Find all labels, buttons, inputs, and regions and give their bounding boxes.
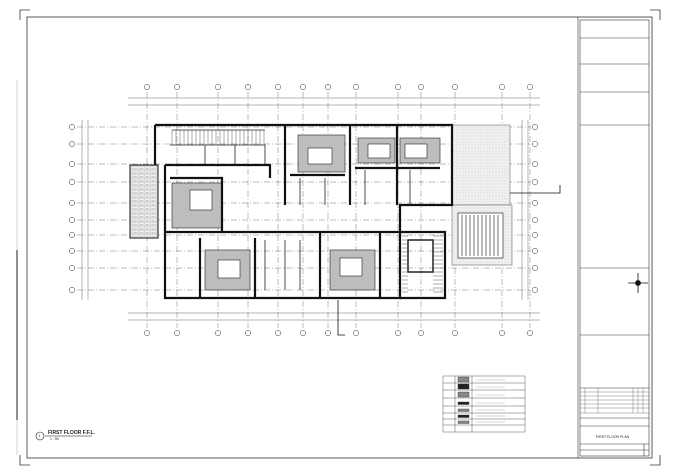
grid-bubble-icon — [532, 287, 538, 293]
grid-bubble-icon — [69, 217, 75, 223]
beds — [189, 143, 428, 279]
view-title: FIRST FLOOR F.F.L. — [48, 430, 95, 436]
grid-bubble-icon — [452, 330, 458, 336]
grid-bubble-icon — [69, 248, 75, 254]
corner-marks — [19, 9, 661, 466]
grid-bubble-icon — [452, 84, 458, 90]
grid-bubble-icon — [300, 84, 306, 90]
stair-hatch — [457, 212, 504, 259]
grid-bubble-icon — [325, 330, 331, 336]
grid-bubble-icon — [527, 84, 533, 90]
legend-swatch — [457, 401, 470, 405]
grid-bubble-icon — [174, 84, 180, 90]
legend-swatch — [457, 408, 470, 412]
grid-bubble-icon — [69, 141, 75, 147]
view-number: 1 — [38, 433, 41, 438]
main-stair — [171, 130, 443, 293]
legend-swatch — [457, 420, 470, 424]
interior-partitions — [170, 129, 434, 290]
grid-bubble-icon — [527, 330, 533, 336]
grid-bubble-icon — [144, 330, 150, 336]
sheet-title: FIRST FLOOR PLAN — [596, 435, 630, 439]
grid-bubbles — [69, 84, 538, 336]
grid-bubble-icon — [69, 161, 75, 167]
grid-bubble-icon — [325, 84, 331, 90]
grid-bubble-icon — [499, 330, 505, 336]
grid-bubble-icon — [353, 84, 359, 90]
view-scale: 1 : 50 — [50, 437, 59, 441]
grid-bubble-icon — [69, 287, 75, 293]
dimension-lines — [81, 97, 540, 321]
section-marker-icon — [337, 185, 561, 336]
legend-swatch — [457, 414, 470, 418]
grid-bubble-icon — [532, 179, 538, 185]
grid-bubble-icon — [353, 330, 359, 336]
grid-bubble-icon — [300, 330, 306, 336]
balcony — [129, 164, 159, 239]
grid-bubble-icon — [418, 330, 424, 336]
grid-bubble-icon — [275, 330, 281, 336]
grid-bubble-icon — [174, 330, 180, 336]
sheet-border — [26, 16, 653, 459]
grid-bubble-icon — [395, 84, 401, 90]
grid-bubble-icon — [395, 330, 401, 336]
legend-swatch — [457, 376, 470, 383]
grid-bubble-icon — [532, 161, 538, 167]
grid-bubble-icon — [499, 84, 505, 90]
grid-bubble-icon — [532, 217, 538, 223]
grid-bubble-icon — [69, 124, 75, 130]
legend-swatch — [457, 383, 470, 390]
grid-bubble-icon — [532, 141, 538, 147]
title-block — [577, 17, 650, 458]
grid-bubble-icon — [532, 232, 538, 238]
north-arrow-icon — [628, 273, 648, 293]
grid-bubble-icon — [69, 232, 75, 238]
legend-table — [442, 375, 526, 433]
legend-swatch — [457, 391, 470, 398]
grid-bubble-icon — [418, 84, 424, 90]
grid-bubble-icon — [532, 200, 538, 206]
grid-bubble-icon — [245, 84, 251, 90]
grid-bubble-icon — [215, 330, 221, 336]
grid-bubble-icon — [532, 124, 538, 130]
grid-bubble-icon — [215, 84, 221, 90]
walls — [153, 123, 454, 300]
grid-bubble-icon — [144, 84, 150, 90]
grid-bubble-icon — [245, 330, 251, 336]
grid-bubble-icon — [275, 84, 281, 90]
grid-bubble-icon — [532, 248, 538, 254]
view-title-marker — [35, 431, 92, 441]
grid-bubble-icon — [532, 265, 538, 271]
grid-bubble-icon — [69, 179, 75, 185]
grid-bubble-icon — [69, 200, 75, 206]
grid-bubble-icon — [69, 265, 75, 271]
terrace — [451, 124, 511, 206]
